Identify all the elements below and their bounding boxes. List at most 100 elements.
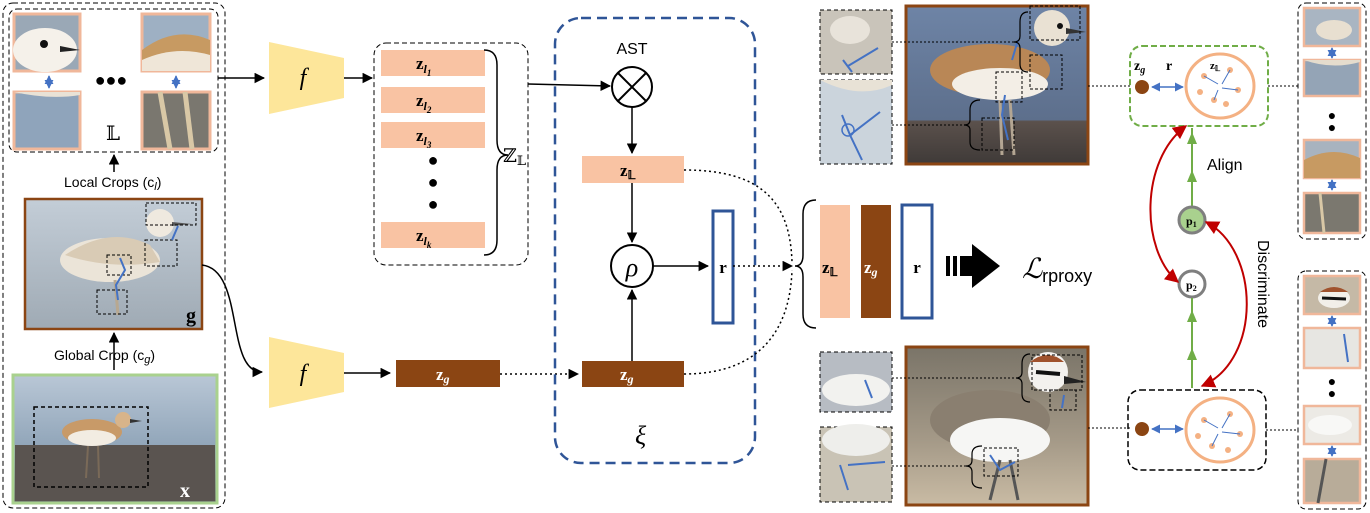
zg-xi-label: zg	[620, 365, 634, 386]
arrow-g-to-encoder	[201, 264, 264, 378]
local-crops-ellipsis: ●●●	[95, 70, 128, 90]
left-panel-frame	[2, 2, 226, 509]
local-set-label: 𝕃	[106, 123, 120, 145]
r-proxy-box	[711, 209, 735, 325]
concat-r-label: r	[913, 258, 921, 277]
positive-zg-node	[1135, 80, 1149, 94]
dotted-zl-to-concat	[683, 169, 793, 263]
encoder-bottom-label: f	[300, 361, 310, 387]
align-arrowhead-2	[1187, 170, 1197, 182]
global-crop-image	[23, 197, 204, 331]
positive-zg-label: zg	[1134, 59, 1145, 76]
negative-stack-thumb-2	[1302, 326, 1362, 370]
positive-stack-thumb-3	[1302, 138, 1362, 180]
arrow-local-embs-to-ast	[527, 80, 612, 92]
loss-arrow	[946, 244, 1000, 288]
positive-stack-thumb-2	[1302, 58, 1362, 98]
local-emb-dot-3: ●	[428, 194, 439, 214]
negative-stack-ellipsis: ●	[1328, 373, 1336, 389]
local-emb-dot-1: ●	[428, 150, 439, 170]
positive-r-label: r	[1166, 59, 1172, 74]
positive-zoom-crop-1	[819, 9, 893, 75]
positive-zl-label: z𝕃	[1210, 60, 1221, 73]
encoder-bottom	[269, 337, 344, 408]
negative-local-graph	[1184, 396, 1256, 464]
negative-zg-node	[1135, 422, 1149, 436]
positive-stack-thumb-4	[1302, 191, 1362, 235]
positive-stack-frame	[1297, 2, 1367, 240]
local-embedding-label-4: zlk	[416, 226, 432, 250]
zl-aggregate-box	[582, 156, 684, 183]
local-set-frame	[8, 8, 219, 153]
negative-graph-frame	[1127, 389, 1267, 471]
concat-zl-box	[820, 205, 850, 318]
proxy-p2-label: p2	[1186, 278, 1197, 293]
discriminate-label: Discriminate	[1254, 240, 1271, 328]
global-image-label: g	[186, 305, 196, 327]
xi-module-frame	[553, 16, 757, 465]
local-crop-thumb-4	[140, 90, 212, 151]
positive-graph-frame	[1129, 45, 1269, 127]
negative-stack-thumb-4	[1302, 457, 1362, 505]
negative-stack-ellipsis-2: ●	[1328, 385, 1336, 401]
zl-aggregate-label: z𝕃	[620, 161, 637, 182]
align-label: Align	[1207, 157, 1243, 174]
local-crop-thumb-2	[12, 90, 82, 151]
rho-label: ρ	[625, 253, 638, 282]
concat-zg-label: zg	[864, 258, 878, 279]
positive-stack-ellipsis-2: ●	[1328, 119, 1336, 135]
r-proxy-label: r	[719, 258, 727, 277]
negative-stack-thumb-1	[1302, 274, 1362, 316]
proxy-p1-label: p1	[1186, 214, 1197, 229]
negative-bird-photo	[904, 345, 1090, 507]
concat-r-box	[900, 203, 934, 320]
discriminate-arc-top	[1149, 125, 1188, 283]
positive-bird-photo	[904, 4, 1090, 166]
local-embedding-box-3	[381, 122, 485, 148]
concat-zg-box	[861, 205, 891, 318]
local-crops-label: Local Crops (cl)	[64, 174, 161, 193]
negative-zoom-crop-1	[819, 351, 893, 413]
local-embeddings-brace	[483, 49, 509, 256]
discriminate-arc-bottom	[1200, 221, 1248, 388]
zg-embedding-box	[396, 360, 500, 387]
local-emb-dot-2: ●	[428, 172, 439, 192]
encoder-top	[269, 42, 344, 114]
xi-label: ξ	[635, 421, 647, 450]
negative-stack-thumb-3	[1302, 404, 1362, 446]
concat-brace	[794, 199, 817, 329]
ast-label: AST	[616, 41, 647, 58]
local-embedding-label-1: zl1	[416, 54, 431, 78]
local-embedding-box-2	[381, 87, 485, 113]
positive-local-graph	[1184, 52, 1256, 120]
align-arrowhead-1	[1187, 132, 1197, 144]
positive-stack-thumb-1	[1302, 6, 1362, 48]
local-embedding-box-4	[381, 222, 485, 248]
local-crop-thumb-1	[12, 12, 82, 73]
local-embedding-label-3: zl3	[416, 126, 432, 150]
align-arrowhead-3	[1187, 310, 1197, 322]
local-embeddings-frame	[373, 42, 529, 266]
positive-brace-2	[963, 99, 981, 151]
negative-zoom-crop-2	[819, 424, 893, 503]
zg-embedding-label: zg	[436, 365, 450, 386]
input-image-label: x	[180, 480, 190, 502]
local-embeddings: zl1 zl2 zl3 zlk	[381, 50, 485, 250]
loss-label: ℒrproxy	[1022, 254, 1092, 286]
global-crop-label: Global Crop (cg)	[54, 347, 155, 366]
concat-zl-label: z𝕃	[822, 258, 839, 279]
negative-stack-frame	[1297, 270, 1367, 510]
align-arrowhead-4	[1187, 348, 1197, 360]
local-crop-thumb-3	[140, 12, 212, 73]
local-embedding-label-2: zl2	[416, 91, 432, 115]
dotted-zg-to-concat	[683, 269, 793, 375]
zl-set-label: ℤ𝕃	[503, 146, 526, 168]
local-embedding-box-1	[381, 50, 485, 76]
ast-operator	[611, 66, 653, 108]
negative-brace-1	[1015, 353, 1031, 403]
positive-stack-ellipsis: ●	[1328, 107, 1336, 123]
positive-zoom-crop-2	[819, 79, 893, 165]
encoder-top-label: f	[300, 65, 310, 91]
zg-xi-box	[582, 361, 684, 387]
